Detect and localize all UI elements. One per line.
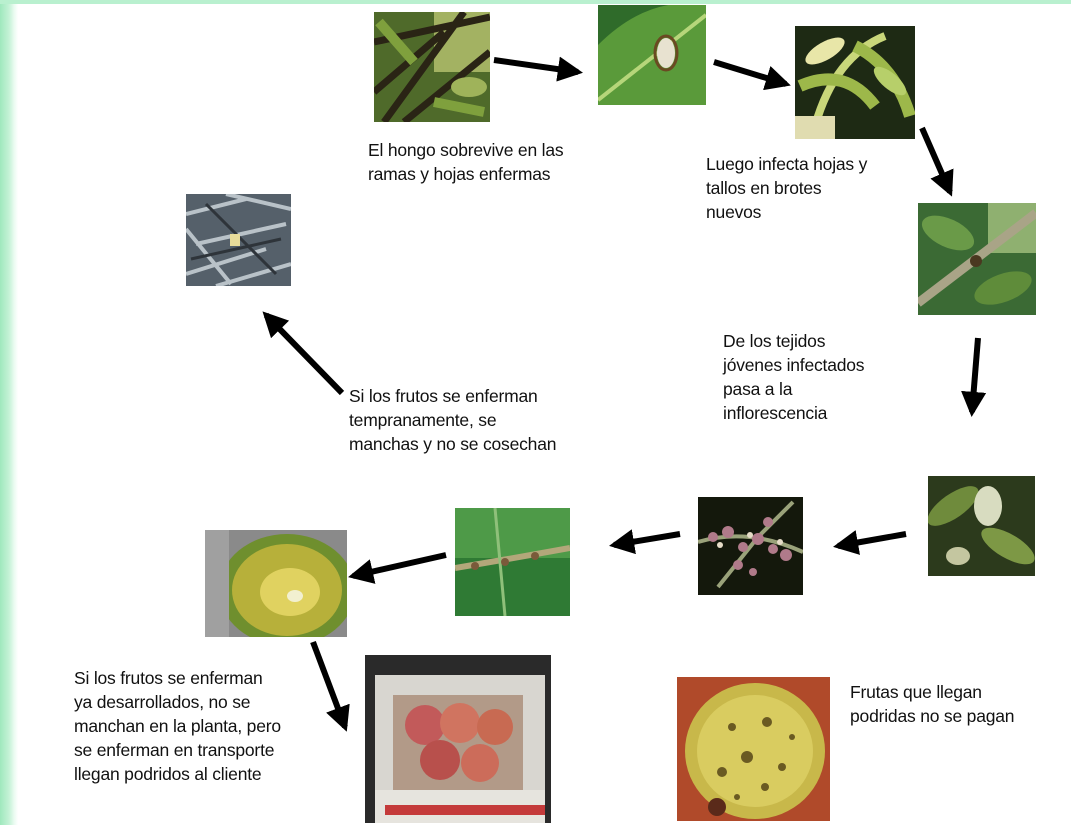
- arrow-6: [614, 534, 680, 545]
- arrow-1: [494, 60, 578, 72]
- arrow-2: [714, 62, 786, 84]
- arrow-4: [972, 338, 978, 412]
- caption-early-infection: Si los frutos se enferman tempranamente,…: [349, 384, 556, 456]
- arrow-8: [313, 642, 345, 727]
- caption-infects-shoots: Luego infecta hojas y tallos en brotes n…: [706, 152, 867, 224]
- caption-inflorescence: De los tejidos jóvenes infectados pasa a…: [723, 329, 864, 425]
- arrow-9: [266, 315, 342, 393]
- caption-late-infection: Si los frutos se enferman ya desarrollad…: [74, 666, 281, 786]
- arrow-3: [922, 128, 950, 192]
- arrow-7: [353, 555, 446, 576]
- caption-survival: El hongo sobrevive en las ramas y hojas …: [368, 138, 563, 186]
- caption-unpaid-fruit: Frutas que llegan podridas no se pagan: [850, 680, 1014, 728]
- arrow-5: [838, 534, 906, 546]
